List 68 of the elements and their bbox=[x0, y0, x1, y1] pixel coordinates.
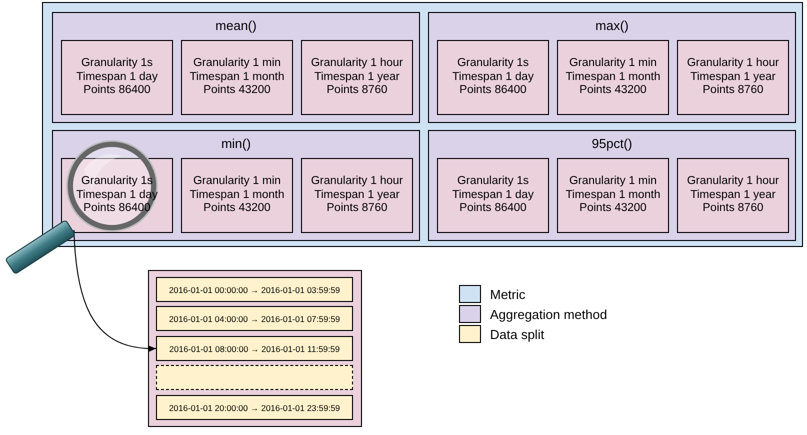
timespan-text: Timespan 1 month bbox=[566, 70, 660, 84]
time-range-text: 2016-01-01 08:00:00 → 2016-01-01 11:59:59 bbox=[169, 344, 340, 354]
timespan-text: Timespan 1 day bbox=[76, 70, 158, 84]
points-text: Points 43200 bbox=[579, 202, 647, 216]
aggregation-title: 95pct() bbox=[590, 136, 634, 151]
aggregation-title: min() bbox=[220, 136, 252, 151]
data-split-box bbox=[156, 306, 353, 331]
aggregation-title: max() bbox=[594, 18, 630, 33]
data-split-box bbox=[156, 395, 353, 420]
data-split-box bbox=[156, 365, 353, 390]
curved-arrow bbox=[74, 230, 156, 352]
timespan-text: Timespan 1 month bbox=[566, 188, 660, 202]
archive-policy-box bbox=[677, 40, 789, 115]
points-text: Points 86400 bbox=[459, 84, 527, 98]
time-range-text: 2016-01-01 00:00:00 → 2016-01-01 03:59:59 bbox=[168, 284, 340, 294]
timespan-text: Timespan 1 year bbox=[690, 188, 776, 202]
legend-label: Data split bbox=[490, 327, 544, 342]
points-text: Points 8760 bbox=[702, 202, 764, 216]
points-text: Points 43200 bbox=[579, 84, 647, 98]
metric-box bbox=[42, 2, 803, 247]
granularity-text: Granularity 1s bbox=[457, 175, 529, 189]
points-text: Points 8760 bbox=[326, 84, 388, 98]
points-text: Points 86400 bbox=[83, 84, 151, 98]
granularity-text: Granularity 1 min bbox=[569, 175, 657, 189]
granularity-text: Granularity 1 hour bbox=[686, 57, 780, 71]
granularity-text: Granularity 1 min bbox=[569, 57, 657, 71]
granularity-text: Granularity 1s bbox=[81, 57, 153, 71]
time-range-text: 2016-01-01 04:00:00 → 2016-01-01 07:59:59 bbox=[168, 314, 340, 324]
aggregation-title: mean() bbox=[214, 18, 258, 33]
archive-policy-box bbox=[557, 40, 669, 115]
data-split-box bbox=[156, 336, 353, 361]
time-range-text: 2016-01-01 20:00:00 → 2016-01-01 23:59:59 bbox=[168, 402, 340, 412]
archive-policy-box bbox=[181, 40, 293, 115]
timespan-text: Timespan 1 day bbox=[452, 188, 534, 202]
archive-policy-box bbox=[301, 158, 413, 233]
aggregation-panel bbox=[52, 130, 420, 241]
granularity-text: Granularity 1 min bbox=[193, 57, 281, 71]
points-text: Points 43200 bbox=[203, 84, 271, 98]
granularity-text: Granularity 1 hour bbox=[686, 175, 780, 189]
timespan-text: Timespan 1 year bbox=[314, 188, 400, 202]
points-text: Points 86400 bbox=[459, 202, 527, 216]
legend-label: Metric bbox=[490, 287, 526, 302]
archive-policy-box bbox=[61, 158, 173, 233]
archive-policy-box bbox=[301, 40, 413, 115]
granularity-text: Granularity 1 hour bbox=[310, 57, 404, 71]
archive-policy-box bbox=[61, 40, 173, 115]
archive-policy-box bbox=[181, 158, 293, 233]
archive-policy-box bbox=[437, 158, 549, 233]
data-split-box bbox=[156, 277, 353, 302]
archive-policy-box bbox=[557, 158, 669, 233]
archive-policy-box bbox=[677, 158, 789, 233]
granularity-text: Granularity 1s bbox=[457, 57, 529, 71]
granularity-text: Granularity 1 hour bbox=[310, 175, 404, 189]
aggregation-panel bbox=[428, 12, 796, 123]
aggregation-panel bbox=[52, 12, 420, 123]
timespan-text: Timespan 1 year bbox=[690, 70, 776, 84]
granularity-text: Granularity 1 min bbox=[193, 175, 281, 189]
points-text: Points 43200 bbox=[203, 202, 271, 216]
points-text: Points 8760 bbox=[326, 202, 388, 216]
legend-label: Aggregation method bbox=[490, 307, 608, 322]
archive-box bbox=[148, 270, 362, 427]
timespan-text: Timespan 1 month bbox=[190, 70, 284, 84]
aggregation-panel bbox=[428, 130, 796, 241]
timespan-text: Timespan 1 year bbox=[314, 70, 400, 84]
points-text: Points 8760 bbox=[702, 84, 764, 98]
archive-policy-box bbox=[437, 40, 549, 115]
timespan-text: Timespan 1 month bbox=[190, 188, 284, 202]
timespan-text: Timespan 1 day bbox=[452, 70, 534, 84]
